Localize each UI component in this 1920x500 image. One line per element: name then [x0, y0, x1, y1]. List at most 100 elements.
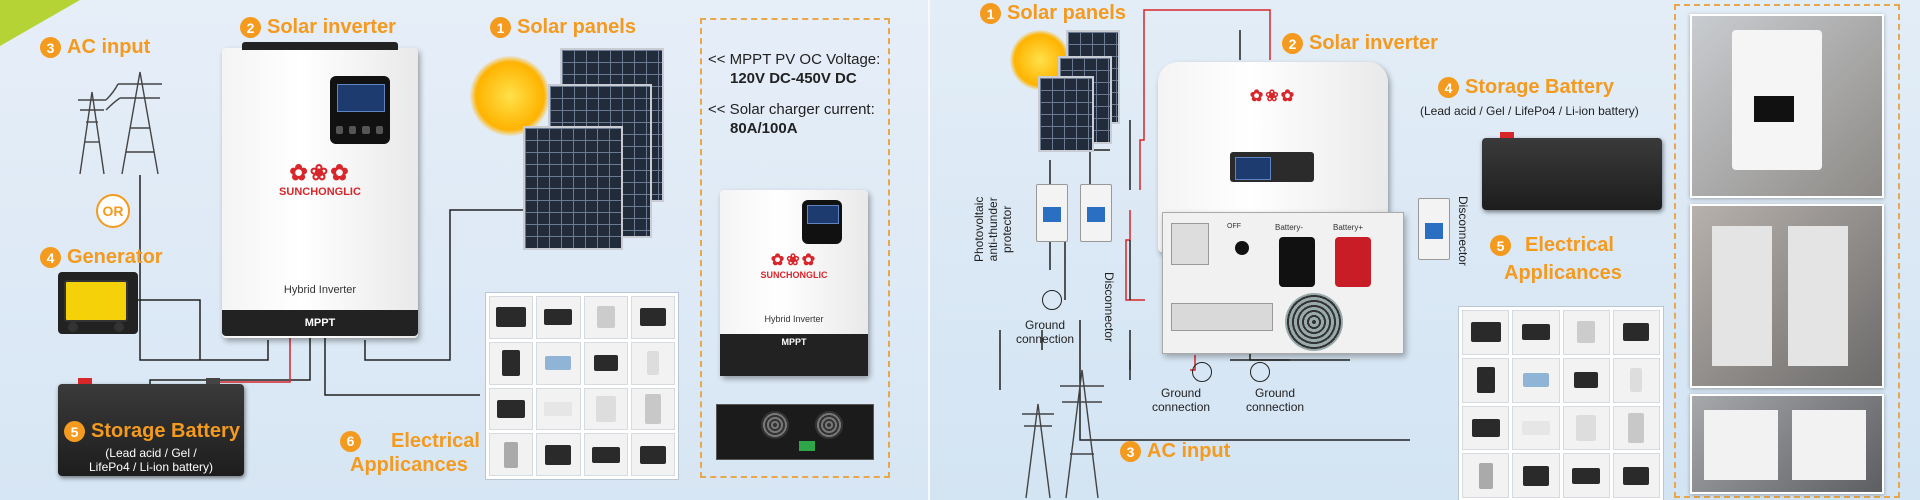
computer-icon — [536, 433, 581, 476]
camera-icon — [1612, 310, 1660, 355]
label-text: AC input — [1147, 440, 1231, 462]
generator-icon — [58, 272, 138, 334]
battery-types: (Lead acid / Gel / LifePo4 / Li-ion batt… — [88, 446, 214, 474]
video-camera-icon — [489, 387, 534, 431]
tv-icon — [1462, 310, 1510, 355]
step-number: 5 — [1490, 235, 1511, 256]
brand-logo: ✿❀✿ — [1249, 88, 1297, 105]
laptop-icon — [1512, 310, 1560, 355]
brand-logo: ✿❀✿ SUNCHONGLIC — [760, 252, 828, 280]
printer-icon — [1612, 453, 1660, 498]
air-conditioner-icon — [1512, 405, 1560, 451]
step-number: 2 — [1282, 33, 1303, 54]
power-tower-icon — [1016, 364, 1126, 500]
ground-icon — [1192, 362, 1212, 382]
pv-breaker — [1036, 184, 1068, 242]
power-tower-icon — [70, 62, 180, 187]
product-bottom-image — [716, 404, 874, 460]
inverter-base: MPPT — [222, 310, 418, 336]
camcorder-icon — [1562, 357, 1610, 403]
label-text: Storage Battery — [91, 420, 240, 442]
battery-types: (Lead acid / Gel / LifePo4 / Li-ion batt… — [1420, 104, 1639, 118]
appliances-grid — [1458, 306, 1664, 500]
inverter-front-panel: OFF Battery- Battery+ — [1162, 212, 1404, 354]
installed-inverter-photo — [1690, 14, 1884, 198]
electrical-appliances-label: 6 Electrical — [340, 428, 480, 454]
disconnector-breaker — [1080, 184, 1112, 242]
label-text: Solar panels — [517, 16, 636, 38]
left-system-diagram: 2 Solar inverter 1 Solar panels 3 AC inp… — [0, 0, 930, 500]
storage-battery — [1482, 132, 1662, 210]
storage-battery-label: 5 Storage Battery — [64, 420, 240, 443]
terminal-label: Battery+ — [1333, 223, 1364, 232]
stereo-icon — [1562, 453, 1610, 498]
spec-value: 80A/100A — [730, 120, 798, 137]
camcorder-icon — [583, 341, 628, 385]
washing-machine-icon — [1562, 405, 1610, 451]
tablet-icon — [1462, 357, 1510, 403]
solar-panels-label: 1 Solar panels — [980, 2, 1126, 25]
iron-icon — [536, 341, 581, 385]
label-text: AC input — [67, 36, 151, 58]
electrical-appliances-label-line2: Applicances — [350, 454, 468, 476]
sun-icon — [470, 56, 550, 136]
hairdryer-icon — [583, 296, 628, 339]
washing-machine-icon — [583, 387, 628, 431]
iron-icon — [1512, 357, 1560, 403]
ac-input-label: 3 AC input — [1120, 440, 1230, 463]
ground-icon — [1042, 290, 1062, 310]
step-number: 1 — [490, 17, 511, 38]
fan-icon — [1285, 293, 1343, 351]
mppt-label: MPPT — [781, 337, 807, 347]
spec-line: << Solar charger current: — [708, 101, 875, 118]
solar-panel-icon — [1038, 76, 1094, 152]
solar-panel-icon — [523, 126, 623, 250]
pv-protector-label: Photovoltaic anti-thunder protector — [972, 196, 1014, 262]
label-text: Electrical — [391, 430, 480, 452]
step-number: 6 — [340, 430, 361, 452]
solar-inverter-label: 2 Solar inverter — [240, 16, 396, 39]
juicer-icon — [489, 433, 534, 476]
step-number: 4 — [1438, 77, 1459, 98]
product-front-image: ✿❀✿ SUNCHONGLIC Hybrid Inverter MPPT — [720, 190, 868, 376]
mppt-label: MPPT — [304, 317, 336, 329]
lightbulb-icon — [1612, 357, 1660, 403]
solar-panels-label: 1 Solar panels — [490, 16, 636, 39]
corner-accent — [0, 0, 80, 46]
spec-line: << MPPT PV OC Voltage: — [708, 51, 881, 68]
terminal-block — [1171, 303, 1273, 331]
refrigerator-icon — [1612, 405, 1660, 451]
label-text: Generator — [67, 246, 163, 268]
label-text: Solar inverter — [1309, 32, 1438, 54]
testing-photo — [1690, 394, 1884, 494]
stereo-icon — [583, 433, 628, 476]
step-number: 4 — [40, 247, 61, 268]
battery-minus-terminal — [1279, 237, 1315, 287]
label-text: Electrical — [1525, 234, 1614, 256]
label-text: Solar inverter — [267, 16, 396, 38]
generator-label: 4 Generator — [40, 246, 163, 269]
spec-box — [700, 18, 890, 478]
label-text: Solar panels — [1007, 2, 1126, 24]
disconnector-label: Disconnector — [1456, 196, 1470, 267]
right-system-diagram: 1 Solar panels 2 Solar inverter 4 Storag… — [930, 0, 1920, 500]
photo-box — [1674, 4, 1900, 498]
disconnector-label: Disconnector — [1102, 272, 1116, 343]
battery-disconnector-breaker — [1418, 198, 1450, 260]
hybrid-inverter: ✿❀✿ SUNCHONGLIC Hybrid Inverter MPPT — [222, 42, 418, 338]
computer-icon — [1512, 453, 1560, 498]
divider — [928, 0, 931, 500]
air-conditioner-icon — [536, 387, 581, 431]
inverter-model: Hybrid Inverter — [283, 284, 357, 296]
ground-icon — [1250, 362, 1270, 382]
production-line-photo — [1690, 204, 1884, 388]
printer-icon — [630, 433, 675, 476]
battery-plus-terminal — [1335, 237, 1371, 287]
terminal-label: Battery- — [1275, 223, 1304, 232]
ac-input-label: 3 AC input — [40, 36, 150, 59]
spec-value: 120V DC-450V DC — [730, 70, 857, 87]
tablet-icon — [489, 341, 534, 385]
